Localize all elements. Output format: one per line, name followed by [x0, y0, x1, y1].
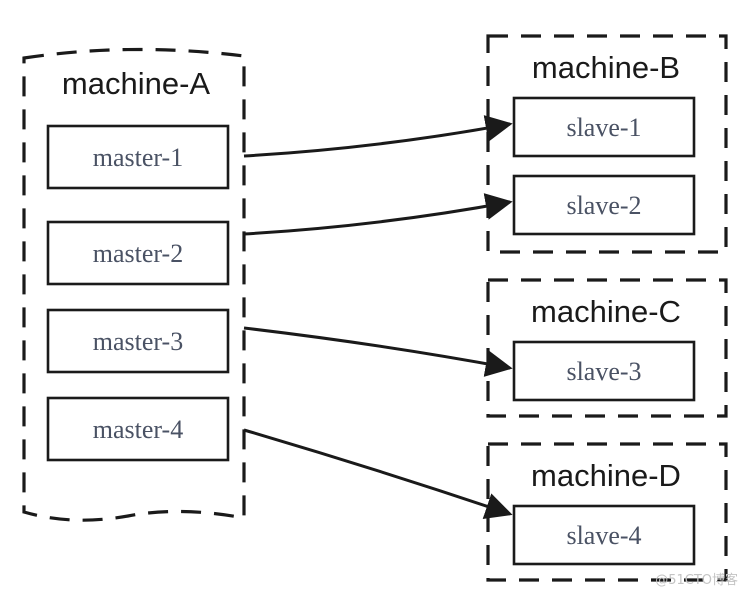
node-master-3-label: master-3 [93, 327, 183, 356]
machine-b-title: machine-B [532, 50, 680, 85]
node-master-2-label: master-2 [93, 239, 183, 268]
node-master-4-label: master-4 [93, 415, 183, 444]
node-slave-1-label: slave-1 [566, 113, 641, 142]
node-slave-2: slave-2 [512, 174, 696, 236]
node-slave-1: slave-1 [512, 96, 696, 158]
node-slave-3: slave-3 [512, 340, 696, 402]
machine-c-border [486, 278, 728, 418]
watermark-text: @51CTO博客 [655, 572, 738, 588]
arrow-master-2-to-slave-2 [243, 193, 513, 236]
node-slave-4-label: slave-4 [566, 521, 641, 550]
arrow-master-3-to-slave-3 [243, 326, 513, 377]
machine-b-group: machine-B slave-1 slave-2 [486, 34, 728, 254]
machine-a-group: machine-A master-1 master-2 master-3 mas… [22, 47, 246, 522]
machine-d-group: machine-D slave-4 [486, 442, 728, 582]
node-master-1: master-1 [46, 124, 230, 190]
arrow-master-1-to-slave-1 [243, 115, 513, 158]
node-master-2: master-2 [46, 220, 230, 286]
machine-a-title: machine-A [62, 66, 210, 101]
node-master-4: master-4 [46, 396, 230, 462]
node-master-3: master-3 [46, 308, 230, 374]
machine-b-border [486, 34, 728, 254]
node-slave-4: slave-4 [512, 504, 696, 566]
machine-c-group: machine-C slave-3 [486, 278, 728, 418]
node-slave-3-label: slave-3 [566, 357, 641, 386]
arrow-master-4-to-slave-4 [243, 428, 513, 519]
machine-c-title: machine-C [531, 294, 681, 329]
node-master-1-label: master-1 [93, 143, 183, 172]
node-slave-2-label: slave-2 [566, 191, 641, 220]
replication-arrows [243, 115, 513, 519]
machine-d-title: machine-D [531, 458, 681, 493]
